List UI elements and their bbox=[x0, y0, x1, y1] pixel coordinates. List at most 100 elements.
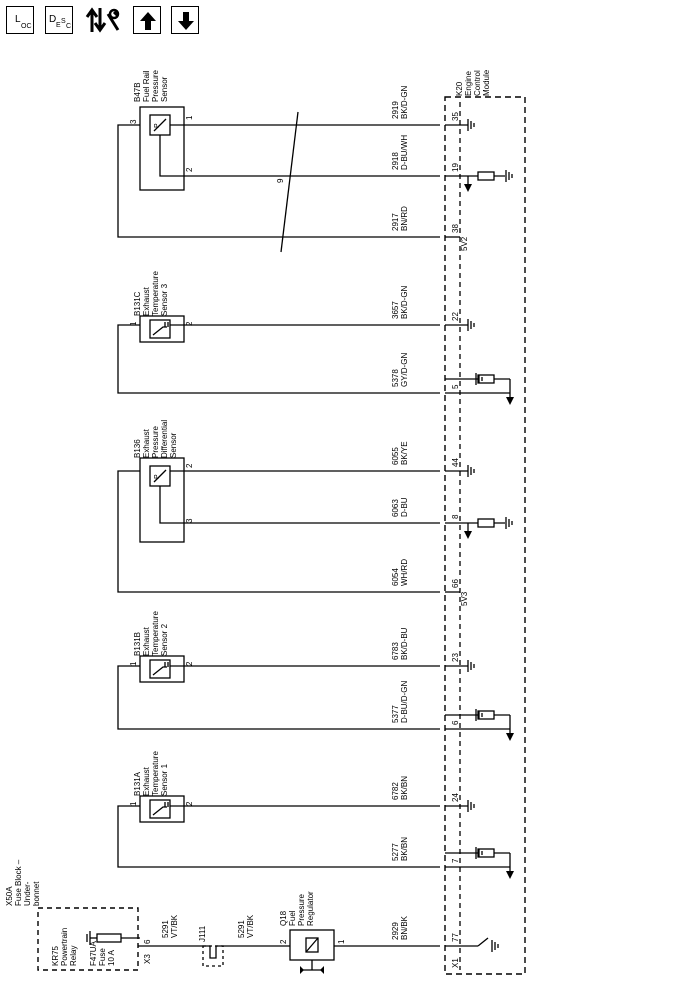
loc-icon: L OC bbox=[15, 14, 32, 30]
b131c-label: Temperature bbox=[151, 271, 160, 316]
b136-label: Differential bbox=[160, 420, 169, 458]
wire-color: GY/D-GN bbox=[400, 353, 409, 387]
b136-label: B136 bbox=[133, 439, 142, 458]
ecm-ref-label: 5V3 bbox=[460, 591, 469, 606]
ecm-pin-number: 24 bbox=[451, 793, 460, 802]
circuit-number: 5291 bbox=[161, 920, 170, 938]
ecm-box bbox=[444, 96, 526, 975]
desc-button[interactable]: D E S C bbox=[45, 6, 73, 34]
thermistor-icon bbox=[152, 666, 167, 676]
sensor-pin-number: 2 bbox=[185, 167, 194, 172]
sensor-pin-number: 2 bbox=[185, 801, 194, 806]
sensor-pin-number: 2 bbox=[185, 661, 194, 666]
circuit-number: 2919 bbox=[391, 101, 400, 119]
circuit-number: 6055 bbox=[391, 447, 400, 465]
circuit-number: 5277 bbox=[391, 843, 400, 861]
fuel-rail-sensor-label: Sensor bbox=[160, 76, 169, 102]
pressure-sensor-icon bbox=[153, 118, 167, 132]
twisted-pair-label: 9 bbox=[276, 178, 285, 183]
fuse-block-label: X50A bbox=[5, 886, 14, 906]
pull-resistor bbox=[477, 518, 495, 528]
b136-label: Exhaust bbox=[142, 428, 151, 458]
wire-5277 bbox=[117, 805, 440, 868]
circuit-number: 2917 bbox=[391, 213, 400, 231]
ecm-label: Control bbox=[473, 70, 482, 96]
sensor-pin-number: 2 bbox=[185, 463, 194, 468]
fuel-rail-sensor-box bbox=[139, 106, 185, 191]
b131b-label: Exhaust bbox=[142, 626, 151, 656]
wire-color: BK/D-GN bbox=[400, 85, 409, 119]
regulator-label: Fuel bbox=[288, 910, 297, 926]
circuit-number: 5291 bbox=[237, 920, 246, 938]
regulator-pin-number: 1 bbox=[337, 939, 346, 944]
wire-tool-icon bbox=[85, 7, 120, 33]
b131a-label: Sensor 1 bbox=[160, 763, 169, 796]
sensor-pin-number: 2 bbox=[185, 321, 194, 326]
ecm-connector-label: X1 bbox=[451, 958, 460, 968]
b131c-label: B131C bbox=[133, 291, 142, 316]
ecm-label: Module bbox=[482, 69, 491, 96]
circuit-number: 3657 bbox=[391, 301, 400, 319]
circuit-number: 2929 bbox=[391, 922, 400, 940]
regulator-label: Regulator bbox=[306, 891, 315, 926]
ecm-pin-number: 77 bbox=[451, 933, 460, 942]
desc-big-letter: D bbox=[49, 14, 56, 25]
thermistor-icon bbox=[152, 806, 167, 816]
loc-button[interactable]: L OC bbox=[6, 6, 34, 34]
wire-color: D-BU/D-GN bbox=[400, 681, 409, 723]
ecm-ref-label: 5V2 bbox=[460, 236, 469, 251]
sensor-pin-number: 1 bbox=[129, 801, 138, 806]
b131a-label: B131A bbox=[133, 771, 142, 796]
b131c-label: Exhaust bbox=[142, 286, 151, 316]
b136-label: Pressure bbox=[151, 425, 160, 458]
ecm-pin-number: 35 bbox=[451, 112, 460, 121]
ecm-pin-number: 8 bbox=[451, 514, 460, 519]
pressure-symbol-text: P bbox=[154, 474, 161, 479]
wire-color: D-BU/WH bbox=[400, 135, 409, 170]
twisted-pair-mark bbox=[280, 111, 299, 253]
fuse-icon bbox=[96, 933, 122, 943]
solenoid-icon bbox=[305, 937, 319, 953]
previous-page-button[interactable] bbox=[133, 6, 161, 34]
arrow-down-icon bbox=[464, 184, 472, 192]
circuit-number: 5378 bbox=[391, 369, 400, 387]
ecm-label: Engine bbox=[464, 71, 473, 96]
b136-label: Sensor bbox=[169, 432, 178, 458]
fuse-label: Fuse bbox=[98, 948, 107, 966]
pressure-symbol-text: P bbox=[154, 123, 161, 128]
pull-resistor bbox=[477, 374, 495, 384]
wire-5377 bbox=[117, 665, 440, 730]
relay-label: Powertrain bbox=[60, 928, 69, 966]
wire-color: BK/BN bbox=[400, 776, 409, 800]
circuit-number: 2918 bbox=[391, 152, 400, 170]
wire-color: BK/D-BU bbox=[400, 627, 409, 660]
desc-small-s: S bbox=[61, 18, 66, 25]
b131a-label: Temperature bbox=[151, 751, 160, 796]
wire-color: BN/RD bbox=[400, 206, 409, 231]
b131c-label: Sensor 3 bbox=[160, 283, 169, 316]
circuit-number: 6782 bbox=[391, 782, 400, 800]
wire-tool-button[interactable] bbox=[84, 4, 124, 36]
b131a-label: Exhaust bbox=[142, 766, 151, 796]
wire-color: BK/D-GN bbox=[400, 285, 409, 319]
arrow-down-icon bbox=[178, 12, 194, 30]
wire-color: BK/BN bbox=[400, 837, 409, 861]
fuel-rail-sensor-label: Fuel Rail bbox=[142, 70, 151, 102]
b131b-label: B131B bbox=[133, 632, 142, 656]
driver-switch-icon bbox=[477, 937, 489, 947]
regulator-label: Q18 bbox=[279, 910, 288, 926]
fuse-pin-number: 6 bbox=[143, 939, 152, 944]
ecm-pin-number: 38 bbox=[451, 224, 460, 233]
loc-small-letters: OC bbox=[21, 23, 32, 30]
sensor-pin-number: 1 bbox=[129, 661, 138, 666]
desc-icon: D E S C bbox=[49, 14, 71, 30]
thermistor-icon bbox=[152, 326, 167, 336]
ecm-label: K20 bbox=[455, 81, 464, 96]
regulator-pin-number: 2 bbox=[279, 939, 288, 944]
b131b-label: Temperature bbox=[151, 611, 160, 656]
wire-color: WH/RD bbox=[400, 559, 409, 586]
sensor-pin-number: 1 bbox=[129, 321, 138, 326]
next-page-button[interactable] bbox=[171, 6, 199, 34]
ecm-pin-number: 23 bbox=[451, 653, 460, 662]
